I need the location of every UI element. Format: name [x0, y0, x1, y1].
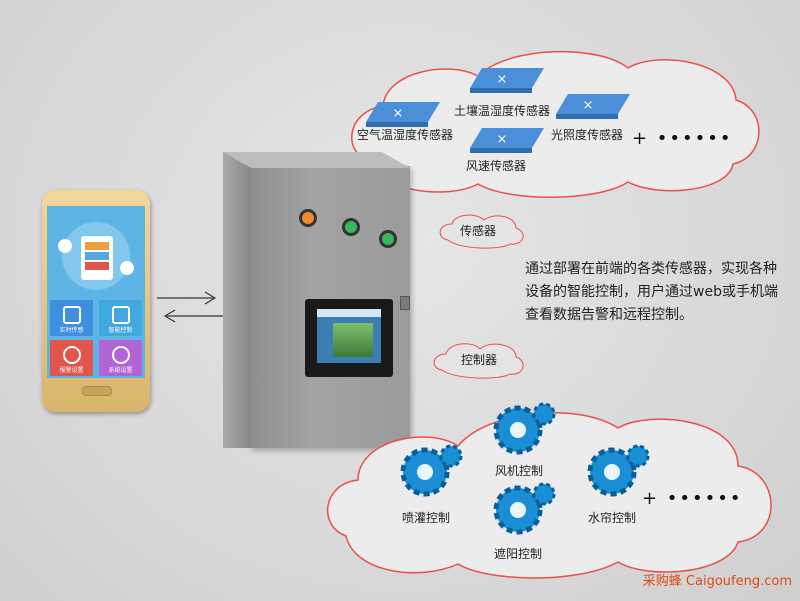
sensor-chip-icon: ⨯ — [470, 68, 544, 93]
sensor-more: + •••••• — [632, 128, 733, 149]
tile-sensing[interactable]: 实时传感 — [50, 300, 93, 336]
cabinet-side — [223, 152, 251, 448]
tile-control[interactable]: 智能控制 — [99, 300, 142, 336]
cabinet-top — [223, 152, 410, 168]
bidirectional-arrow-icon — [157, 291, 223, 323]
sensor-label-wind: 风速传感器 — [466, 159, 527, 173]
svg-text:⨯: ⨯ — [497, 72, 508, 87]
sensor-bubble — [439, 214, 524, 249]
sensor-label-air: 空气温湿度传感器 — [357, 128, 454, 142]
smartphone: 实时传感 智能控制 报警设置 系统设置 — [42, 190, 150, 412]
sensor-label-soil: 土壤温湿度传感器 — [454, 104, 551, 118]
gear-icon — [587, 444, 650, 497]
svg-text:⨯: ⨯ — [393, 106, 404, 121]
lcd-screen — [317, 309, 381, 363]
home-button[interactable] — [82, 386, 112, 396]
control-more: + •••••• — [642, 488, 743, 509]
control-label-sprinkler: 喷灌控制 — [402, 511, 451, 525]
control-label-fan: 风机控制 — [495, 464, 544, 478]
sensor-tag: 传感器 — [460, 224, 497, 238]
gear-icon — [493, 402, 556, 455]
svg-text:⨯: ⨯ — [583, 98, 594, 113]
sensor-chip-icon: ⨯ — [366, 102, 440, 127]
svg-text:⨯: ⨯ — [497, 132, 508, 147]
indicator-lamp-orange — [299, 209, 317, 227]
phone-screen: 实时传感 智能控制 报警设置 系统设置 — [47, 206, 145, 378]
touch-panel[interactable] — [305, 299, 393, 377]
tile-settings[interactable]: 系统设置 — [99, 340, 142, 376]
lcd-image — [333, 323, 373, 357]
lcd-header — [317, 309, 381, 317]
gear-icon — [493, 482, 556, 535]
controller-tag: 控制器 — [461, 353, 498, 367]
tile-alarm[interactable]: 报警设置 — [50, 340, 93, 376]
cabinet-lock — [400, 296, 410, 310]
control-label-shade: 遮阳控制 — [494, 547, 543, 561]
description-text: 通过部署在前端的各类传感器，实现各种设备的智能控制，用户通过web或手机端查看数… — [525, 261, 778, 323]
sensor-chip-icon: ⨯ — [556, 94, 630, 119]
sensor-chip-icon: ⨯ — [470, 128, 544, 153]
control-label-curtain: 水帘控制 — [588, 511, 637, 525]
indicator-lamp-green — [342, 218, 360, 236]
app-banner-icon — [58, 222, 134, 290]
sensor-cloud — [351, 50, 760, 198]
gear-icon — [400, 444, 463, 497]
brand-watermark: 采购蜂 Caigoufeng.com — [642, 574, 792, 589]
indicator-lamp-green — [379, 230, 397, 248]
controller-bubble — [433, 343, 524, 379]
sensor-label-light: 光照度传感器 — [551, 128, 624, 142]
